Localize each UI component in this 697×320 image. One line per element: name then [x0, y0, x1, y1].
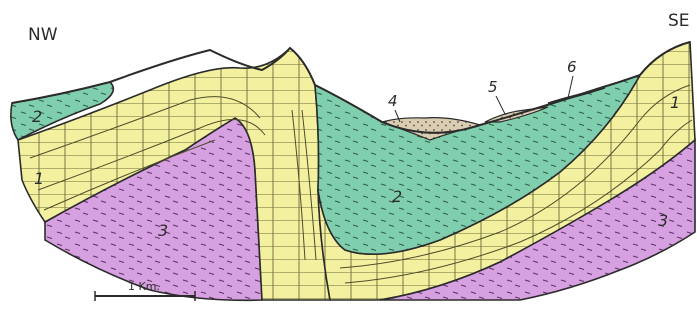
unit-label-1-right: 1: [670, 93, 680, 112]
unit-label-4: 4: [388, 92, 398, 110]
orientation-right-label: SE: [668, 11, 690, 31]
scale-bar-label: 1 Km.: [128, 280, 160, 293]
unit-label-3-right: 3: [658, 211, 668, 230]
unit-label-6: 6: [567, 58, 577, 76]
unit-label-1-left: 1: [34, 169, 44, 188]
unit-label-2-left: 2: [32, 107, 42, 126]
unit-label-2-core: 2: [392, 187, 402, 206]
orientation-left-label: NW: [28, 25, 58, 45]
unit-label-5: 5: [488, 78, 498, 96]
unit-label-3-left: 3: [158, 221, 168, 240]
